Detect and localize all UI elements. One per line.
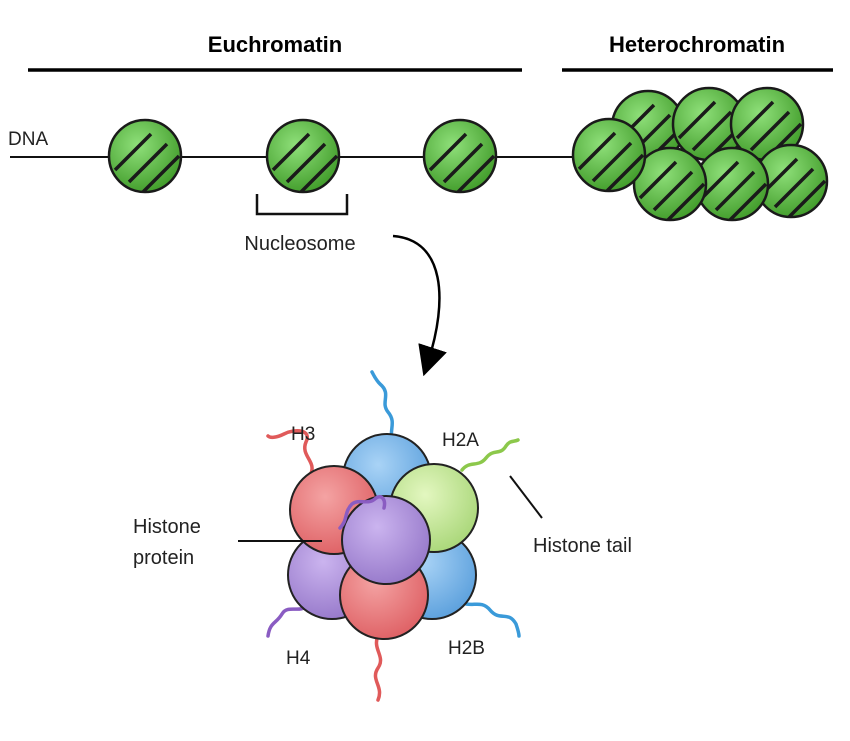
histone-tail-h3-red-bottom (373, 633, 383, 702)
histone-tail-h2a-green (460, 438, 520, 472)
zoom-arrow (392, 234, 447, 377)
histone-tail-h2b-blue (456, 598, 521, 638)
label-h2b: H2B (448, 638, 485, 659)
nucleosome-label: Nucleosome (244, 233, 355, 255)
histone-tail-h2a-blue-top (370, 370, 397, 447)
histone-tail-center-purple (338, 495, 387, 530)
histone-protein-label-line1: Histone (133, 516, 201, 538)
histone-octamer (266, 370, 521, 702)
histone-protein-label-line2: protein (133, 547, 194, 569)
dna-label: DNA (8, 129, 48, 150)
nucleosome-euchromatin (109, 120, 181, 192)
label-h3: H3 (291, 424, 315, 445)
nucleosome-euchromatin (424, 120, 496, 192)
nucleosome-bracket (255, 194, 349, 216)
label-h2a: H2A (442, 430, 479, 451)
nucleosome-euchromatin (267, 120, 339, 192)
histone-tail-pointer (509, 475, 543, 519)
histone-tail-h4-purple (266, 603, 310, 638)
label-h4: H4 (286, 648, 311, 669)
nucleosome-heterochromatin (573, 119, 645, 191)
heterochromatin-label: Heterochromatin (609, 32, 785, 57)
euchromatin-label: Euchromatin (208, 32, 342, 57)
histone-tail-label: Histone tail (533, 535, 632, 557)
histone-purple-front (341, 495, 431, 585)
histone-tail-h3-red (266, 428, 314, 477)
heterochromatin-cluster (573, 88, 827, 220)
